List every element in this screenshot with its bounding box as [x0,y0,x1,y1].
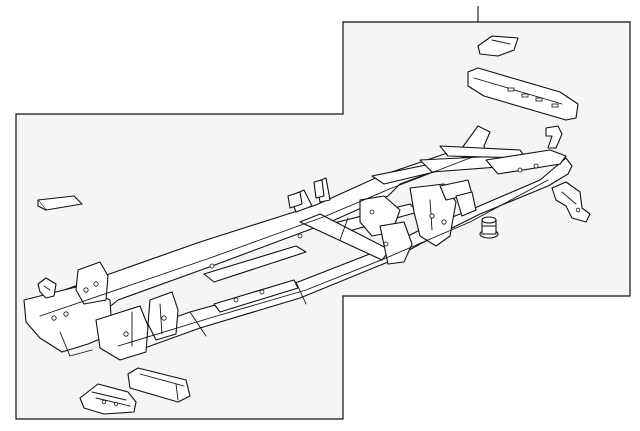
bumper-mount-bracket-rear[interactable] [545,125,563,149]
spring-hanger-bracket[interactable] [551,181,591,223]
body-mount-bracket-left[interactable] [37,195,83,211]
front-bumper-bracket[interactable] [79,383,137,415]
rear-crossmember[interactable] [467,67,579,121]
rear-crossmember-reinforcement[interactable] [455,191,477,217]
front-crossmember-upper[interactable] [477,35,519,57]
frame-assembly[interactable] [23,125,573,361]
hitch-bracket[interactable] [287,179,325,209]
front-skid-bracket[interactable] [127,367,191,403]
small-clip-bracket[interactable] [37,277,57,299]
rubber-mount-pad[interactable] [479,216,499,239]
